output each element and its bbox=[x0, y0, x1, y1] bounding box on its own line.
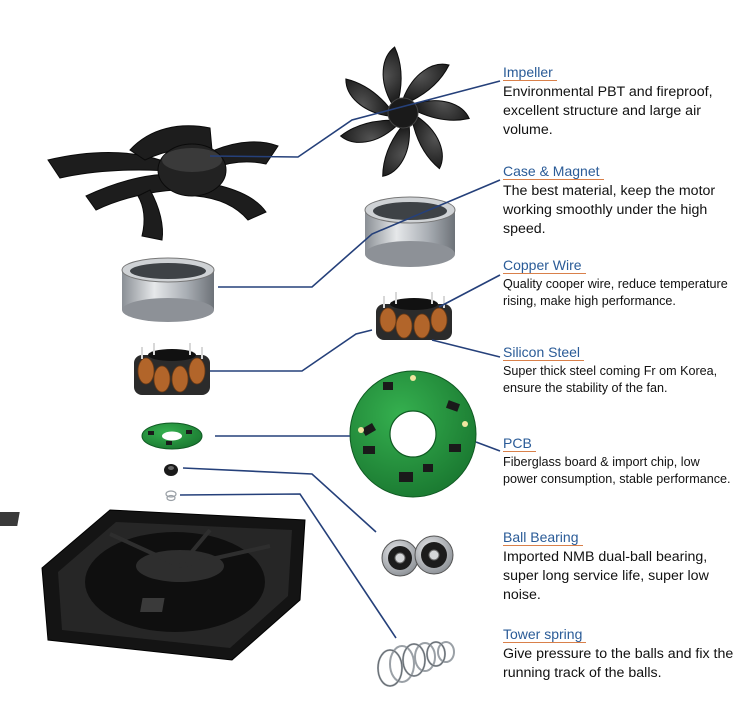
label-tower-spring: Tower spring Give pressure to the balls … bbox=[503, 626, 735, 683]
leader-lines bbox=[179, 80, 501, 639]
label-title: PCB bbox=[503, 435, 536, 452]
label-title: Case & Magnet bbox=[503, 163, 604, 180]
label-description: Give pressure to the balls and fix the r… bbox=[503, 646, 734, 681]
pcb-icon bbox=[141, 370, 477, 498]
label-pcb: PCB Fiberglass board & import chip, low … bbox=[503, 435, 735, 488]
label-description: Environmental PBT and fireproof, excelle… bbox=[503, 84, 713, 138]
label-description: Quality cooper wire, reduce temperature … bbox=[503, 277, 728, 308]
impeller-icon bbox=[47, 46, 470, 241]
label-silicon-steel: Silicon Steel Super thick steel coming F… bbox=[503, 344, 735, 397]
label-copper-wire: Copper Wire Quality cooper wire, reduce … bbox=[503, 257, 735, 310]
ball-bearing-icon bbox=[164, 464, 454, 577]
tower-spring-icon bbox=[165, 490, 455, 687]
label-title: Tower spring bbox=[503, 626, 587, 643]
label-title: Copper Wire bbox=[503, 257, 586, 274]
fan-frame-icon bbox=[0, 509, 306, 661]
label-description: Imported NMB dual-ball bearing, super lo… bbox=[503, 549, 709, 603]
label-description: Super thick steel coming Fr om Korea, en… bbox=[503, 364, 718, 395]
label-impeller: Impeller Environmental PBT and fireproof… bbox=[503, 64, 735, 140]
label-title: Impeller bbox=[503, 64, 557, 81]
label-case-magnet: Case & Magnet The best material, keep th… bbox=[503, 163, 735, 239]
label-ball-bearing: Ball Bearing Imported NMB dual-ball bear… bbox=[503, 529, 735, 605]
label-title: Ball Bearing bbox=[503, 529, 583, 546]
label-title: Silicon Steel bbox=[503, 344, 585, 361]
label-description: Fiberglass board & import chip, low powe… bbox=[503, 455, 731, 486]
stator-icon bbox=[134, 292, 452, 395]
label-description: The best material, keep the motor workin… bbox=[503, 183, 716, 237]
